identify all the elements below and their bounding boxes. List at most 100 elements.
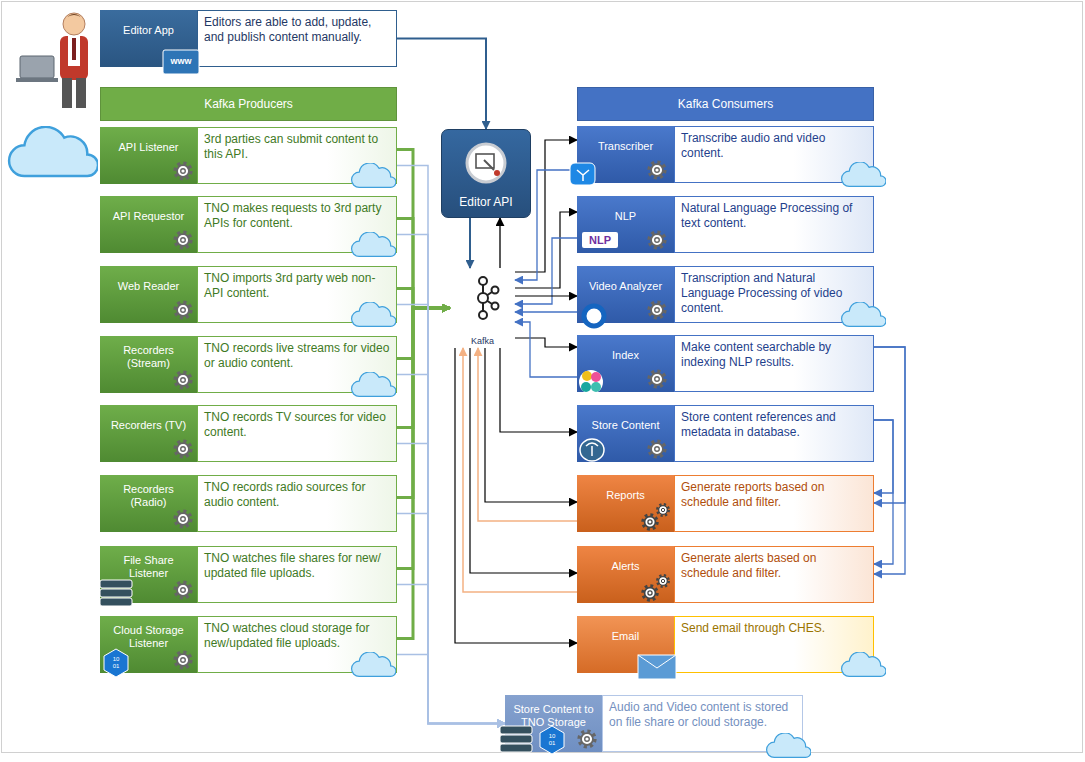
connector bbox=[397, 219, 450, 309]
icon-label: www bbox=[163, 56, 199, 67]
box-body: TNO makes requests to 3rd party APIs for… bbox=[197, 196, 397, 253]
connector bbox=[397, 375, 505, 724]
producer-box: API RequestorTNO makes requests to 3rd p… bbox=[100, 196, 397, 253]
group-band: Kafka Consumers bbox=[577, 87, 874, 121]
connector bbox=[874, 347, 905, 574]
box-body: Editors are able to add, update, and pub… bbox=[197, 10, 397, 67]
connector bbox=[470, 348, 577, 573]
cloud-icon bbox=[9, 127, 98, 176]
box-body: TNO records live streams for video or au… bbox=[197, 336, 397, 393]
box-title: Kafka Producers bbox=[204, 97, 293, 111]
producer-box: Web Reader TNO imports 3rd party web non-… bbox=[100, 266, 397, 323]
connector bbox=[515, 295, 577, 296]
database-icon bbox=[580, 439, 604, 461]
box-description: TNO records live streams for video or au… bbox=[204, 341, 389, 370]
nlp-logo bbox=[582, 232, 618, 248]
box-title: Kafka bbox=[471, 336, 494, 346]
connector bbox=[499, 218, 500, 268]
box-title: Kafka Consumers bbox=[678, 97, 773, 111]
connector bbox=[485, 348, 577, 502]
connector bbox=[515, 311, 577, 312]
connector bbox=[397, 305, 505, 724]
transcriber-icon bbox=[570, 163, 595, 185]
box-body: TNO watches cloud storage for new/update… bbox=[197, 616, 397, 673]
connector bbox=[455, 348, 577, 643]
connector bbox=[515, 338, 577, 347]
box-description: Editors are able to add, update, and pub… bbox=[204, 15, 371, 44]
box-description: Generate reports based on schedule and f… bbox=[681, 480, 824, 509]
connector bbox=[397, 444, 505, 724]
icon-label: 10 01 bbox=[109, 656, 123, 670]
box-header: Recorders (Radio) bbox=[100, 475, 197, 532]
editor-api-icon bbox=[467, 144, 505, 182]
web-icon bbox=[163, 50, 199, 74]
api-box: Editor API bbox=[441, 129, 531, 218]
cloud-storage-icon bbox=[104, 649, 564, 754]
box-description: TNO records radio sources for audio cont… bbox=[204, 480, 365, 509]
email-icon bbox=[638, 655, 676, 679]
box-body: Audio and Video content is stored on fil… bbox=[602, 695, 803, 752]
box-title: Reports bbox=[606, 489, 645, 502]
connector bbox=[397, 39, 486, 130]
box-description: Make content searchable by indexing NLP … bbox=[681, 340, 831, 369]
kafka-icon bbox=[478, 277, 499, 319]
producer-box: File Share ListenerTNO watches file shar… bbox=[100, 546, 397, 603]
box-title: Alerts bbox=[611, 560, 639, 573]
box-header: Video Analyzer bbox=[577, 266, 674, 323]
app-box: Editor AppEditors are able to add, updat… bbox=[100, 10, 397, 67]
box-description: Store content references and metadata in… bbox=[681, 410, 836, 439]
box-title: Recorders (Radio) bbox=[104, 483, 193, 509]
box-header: NLP bbox=[577, 196, 674, 253]
box-title: Index bbox=[612, 349, 639, 362]
box-title: Store Content bbox=[592, 419, 660, 432]
consumer-box: AlertsGenerate alerts based on schedule … bbox=[577, 546, 874, 603]
box-body: Transcribe audio and video content. bbox=[674, 126, 874, 183]
producer-box: Cloud Storage ListenerTNO watches cloud … bbox=[100, 616, 397, 673]
consumer-box: Store Content Store content references an… bbox=[577, 405, 874, 462]
connector bbox=[874, 420, 893, 564]
box-body: TNO records TV sources for video content… bbox=[197, 405, 397, 462]
box-description: Send email through CHES. bbox=[681, 621, 825, 635]
connector bbox=[478, 348, 577, 521]
consumer-box: Reports Generate reports based on schedul… bbox=[577, 475, 874, 532]
producer-box: Recorders (TV)TNO records TV sources for… bbox=[100, 405, 397, 462]
box-header: Recorders (Stream) bbox=[100, 336, 197, 393]
box-description: TNO imports 3rd party web non-API conten… bbox=[204, 271, 375, 300]
connector bbox=[397, 514, 505, 724]
box-header: API Requestor bbox=[100, 196, 197, 253]
connector bbox=[397, 308, 450, 428]
file-share-icon bbox=[100, 580, 532, 752]
box-body: TNO watches file shares for new/ updated… bbox=[197, 546, 397, 603]
box-title: Cloud Storage Listener bbox=[104, 624, 193, 650]
dark-gear-icons bbox=[643, 504, 669, 600]
box-title: Recorders (Stream) bbox=[104, 344, 193, 370]
box-title: Web Reader bbox=[118, 280, 180, 293]
connector bbox=[397, 585, 505, 724]
connector bbox=[397, 308, 450, 359]
box-body: TNO records radio sources for audio cont… bbox=[197, 475, 397, 532]
box-description: TNO watches file shares for new/ updated… bbox=[204, 551, 381, 580]
box-body: 3rd parties can submit content to this A… bbox=[197, 127, 397, 184]
box-header: Reports bbox=[577, 475, 674, 532]
gear-icons bbox=[175, 162, 665, 747]
box-title: Email bbox=[612, 630, 640, 643]
box-description: 3rd parties can submit content to this A… bbox=[204, 132, 378, 161]
connector bbox=[397, 308, 450, 498]
storage-box: Store Content to TNO StorageAudio and Vi… bbox=[505, 695, 803, 752]
connector bbox=[874, 420, 893, 493]
connector bbox=[397, 655, 505, 724]
box-title: Editor API bbox=[459, 195, 512, 209]
box-header: Store Content bbox=[577, 405, 674, 462]
box-description: TNO makes requests to 3rd party APIs for… bbox=[204, 201, 381, 230]
connector bbox=[397, 308, 450, 569]
box-header: Editor App bbox=[100, 10, 197, 67]
box-header: Alerts bbox=[577, 546, 674, 603]
connector bbox=[397, 308, 450, 639]
box-header: Recorders (TV) bbox=[100, 405, 197, 462]
box-header: Index bbox=[577, 335, 674, 392]
box-title: Transcriber bbox=[598, 140, 653, 153]
box-description: Natural Language Processing of text cont… bbox=[681, 201, 852, 230]
box-description: Transcribe audio and video content. bbox=[681, 131, 825, 160]
connector bbox=[515, 322, 577, 377]
connector bbox=[515, 238, 577, 304]
